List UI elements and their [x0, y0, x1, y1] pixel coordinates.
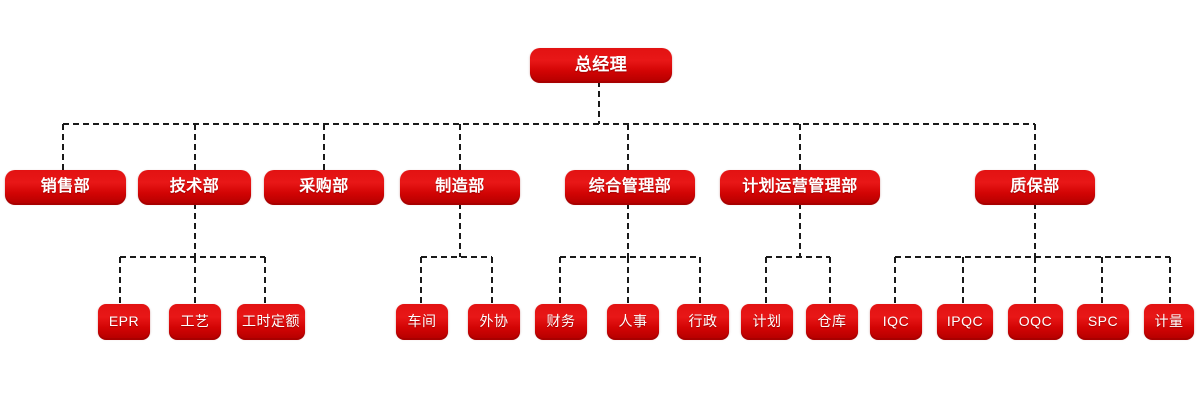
- org-node-label: 人事: [618, 313, 648, 329]
- org-node-label: IQC: [882, 313, 910, 329]
- org-node-总经理[interactable]: 总经理: [530, 48, 672, 81]
- org-node-工时定额[interactable]: 工时定额: [237, 304, 305, 338]
- org-node-外协[interactable]: 外协: [468, 304, 520, 338]
- org-node-label: IPQC: [946, 313, 984, 329]
- org-node-label: 计划运营管理部: [742, 177, 858, 195]
- org-node-财务[interactable]: 财务: [535, 304, 587, 338]
- org-node-label: 总经理: [574, 55, 628, 74]
- org-node-销售部[interactable]: 销售部: [5, 170, 126, 203]
- org-node-label: SPC: [1087, 313, 1119, 329]
- org-node-label: 采购部: [299, 177, 349, 195]
- org-node-label: 技术部: [169, 177, 220, 195]
- org-node-label: 仓库: [817, 313, 847, 329]
- org-node-工艺[interactable]: 工艺: [169, 304, 221, 338]
- org-node-label: 车间: [407, 313, 437, 329]
- org-node-label: 行政: [688, 313, 718, 329]
- org-node-车间[interactable]: 车间: [396, 304, 448, 338]
- org-node-人事[interactable]: 人事: [607, 304, 659, 338]
- org-node-计划运营管理部[interactable]: 计划运营管理部: [720, 170, 880, 203]
- org-node-label: 外协: [479, 313, 509, 329]
- org-node-label: OQC: [1018, 313, 1053, 329]
- org-node-label: 工艺: [180, 313, 210, 329]
- org-node-label: 制造部: [435, 177, 485, 195]
- org-node-仓库[interactable]: 仓库: [806, 304, 858, 338]
- org-node-ipqc[interactable]: IPQC: [937, 304, 993, 338]
- org-node-iqc[interactable]: IQC: [870, 304, 922, 338]
- org-node-label: 财务: [546, 313, 576, 329]
- org-node-epr[interactable]: EPR: [98, 304, 150, 338]
- org-node-质保部[interactable]: 质保部: [975, 170, 1095, 203]
- org-node-计量[interactable]: 计量: [1144, 304, 1194, 338]
- org-node-计划[interactable]: 计划: [741, 304, 793, 338]
- org-node-行政[interactable]: 行政: [677, 304, 729, 338]
- org-node-label: 销售部: [40, 177, 91, 195]
- org-node-label: 计划: [752, 313, 782, 329]
- org-node-label: EPR: [108, 313, 140, 329]
- org-node-label: 质保部: [1010, 177, 1060, 195]
- org-node-oqc[interactable]: OQC: [1008, 304, 1063, 338]
- org-node-制造部[interactable]: 制造部: [400, 170, 520, 203]
- org-node-label: 工时定额: [242, 313, 300, 329]
- org-node-综合管理部[interactable]: 综合管理部: [565, 170, 695, 203]
- org-node-采购部[interactable]: 采购部: [264, 170, 384, 203]
- org-node-技术部[interactable]: 技术部: [138, 170, 251, 203]
- org-node-label: 综合管理部: [588, 177, 672, 195]
- org-node-label: 计量: [1154, 313, 1184, 329]
- org-node-spc[interactable]: SPC: [1077, 304, 1129, 338]
